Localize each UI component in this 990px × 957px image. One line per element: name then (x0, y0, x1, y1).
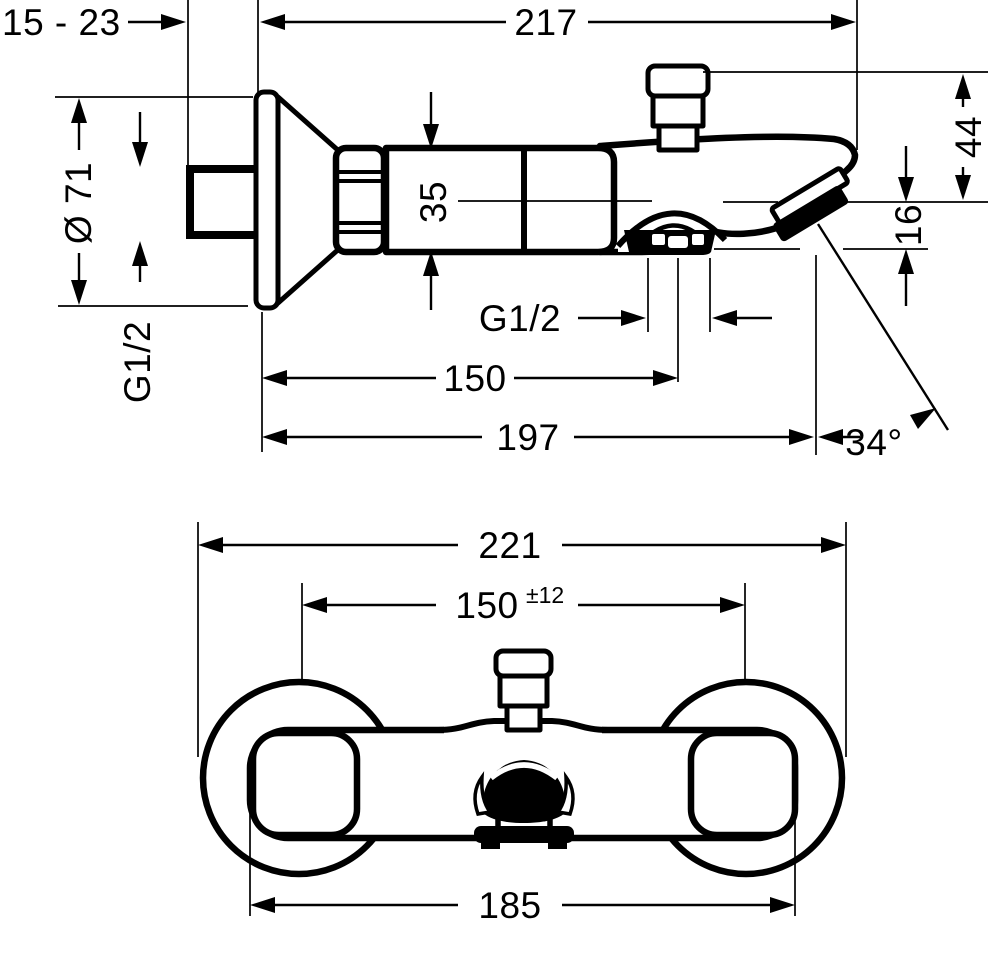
dim-center-to-spout: 197 (262, 417, 860, 458)
wall-pipe-stub (186, 165, 262, 239)
dim-escutcheon-diameter: Ø 71 (58, 98, 99, 305)
dim-wall-depth: 15 - 23 (2, 2, 186, 43)
knob-base-bar (474, 826, 574, 843)
dim-body-width-label: 185 (478, 885, 541, 926)
dim-shower-thread-label: G1/2 (479, 298, 561, 339)
dim-overall-width-label: 221 (478, 525, 541, 566)
dim-center-to-spout-label: 197 (496, 417, 559, 458)
dim-center-to-outlet-label: 150 (443, 358, 506, 399)
dim-wall-thread: G1/2 (117, 112, 158, 403)
dim-connection-tolerance-label: ±12 (526, 582, 564, 608)
dim-spout-angle: 34° (816, 223, 950, 463)
handle-knob (473, 758, 575, 849)
aerator-tip (769, 166, 850, 242)
knob-wing-right (554, 771, 575, 816)
diverter-knob (645, 63, 711, 153)
dim-spout-drop: 44 (948, 74, 989, 200)
dim-total-length: 217 (260, 2, 856, 43)
dim-body-width: 185 (250, 885, 795, 926)
knob-wing-left (473, 771, 494, 816)
dim-wall-thread-label: G1/2 (117, 321, 158, 403)
dim-spout-drop-label: 44 (948, 116, 989, 158)
reference-lines (55, 0, 988, 455)
escutcheon-cone (275, 94, 343, 306)
union-nut (332, 144, 388, 256)
dim-body-height-label: 35 (413, 181, 454, 223)
side-view: 15 - 23 217 Ø 71 G1/2 (2, 0, 989, 463)
dim-total-length-label: 217 (514, 2, 577, 43)
top-view: 221 150 ±12 185 (197, 522, 847, 926)
dim-outlet-offset: 16 (888, 146, 929, 306)
shower-outlet (615, 210, 728, 255)
top-view-extension-lines (197, 522, 847, 916)
knob-dome (482, 760, 566, 823)
dim-spout-angle-label: 34° (845, 422, 902, 463)
left-union-nut (249, 729, 361, 839)
dim-wall-depth-label: 15 - 23 (2, 2, 121, 43)
outlet-fitting (493, 648, 554, 733)
dim-body-height: 35 (413, 92, 454, 310)
right-union-nut (687, 729, 799, 839)
dim-shower-thread: G1/2 (479, 298, 772, 339)
dim-escutcheon-diameter-label: Ø 71 (58, 162, 99, 244)
dim-connection-centers-label: 150 (455, 585, 518, 626)
dim-overall-width: 221 (198, 525, 846, 566)
valve-body (382, 144, 618, 256)
dim-outlet-offset-label: 16 (888, 204, 929, 246)
dim-connection-centers: 150 ±12 (302, 582, 745, 626)
escutcheon-plate (253, 89, 281, 311)
dim-center-to-outlet: 150 (262, 358, 678, 399)
